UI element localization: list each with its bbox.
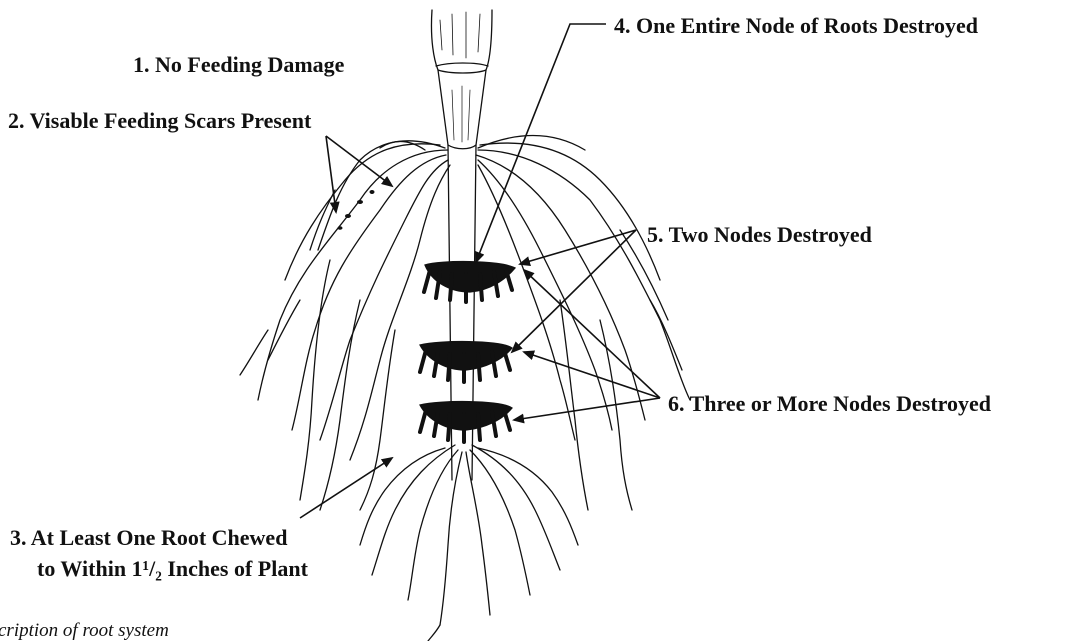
roots-left-upper [240,141,450,460]
label-three-or-more-nodes-destroyed: 6. Three or More Nodes Destroyed [668,391,991,417]
destroyed-node-1 [424,262,515,302]
arrow-scars-b [326,136,392,186]
destroyed-node-3 [420,402,512,442]
arrow-scars-a [326,136,336,212]
roots-lower [360,445,578,641]
arrow-chewed [300,458,392,518]
destroyed-node-2 [420,342,512,382]
arrow-three-nodes-c [514,398,660,420]
label-root-chewed-line1: 3. At Least One Root Chewed [10,525,287,551]
label-two-nodes-destroyed: 5. Two Nodes Destroyed [647,222,872,248]
arrow-three-nodes-a [524,270,660,398]
arrow-three-nodes-b [524,352,660,398]
label-one-node-destroyed: 4. One Entire Node of Roots Destroyed [614,13,978,39]
label-visible-feeding-scars: 2. Visable Feeding Scars Present [8,108,311,134]
label-no-feeding-damage: 1. No Feeding Damage [133,52,344,78]
label-root-chewed-line2: to Within 1¹/₂ Inches of Plant [37,556,308,582]
caption-fragment: cription of root system [0,620,169,642]
feeding-scars [338,180,390,230]
